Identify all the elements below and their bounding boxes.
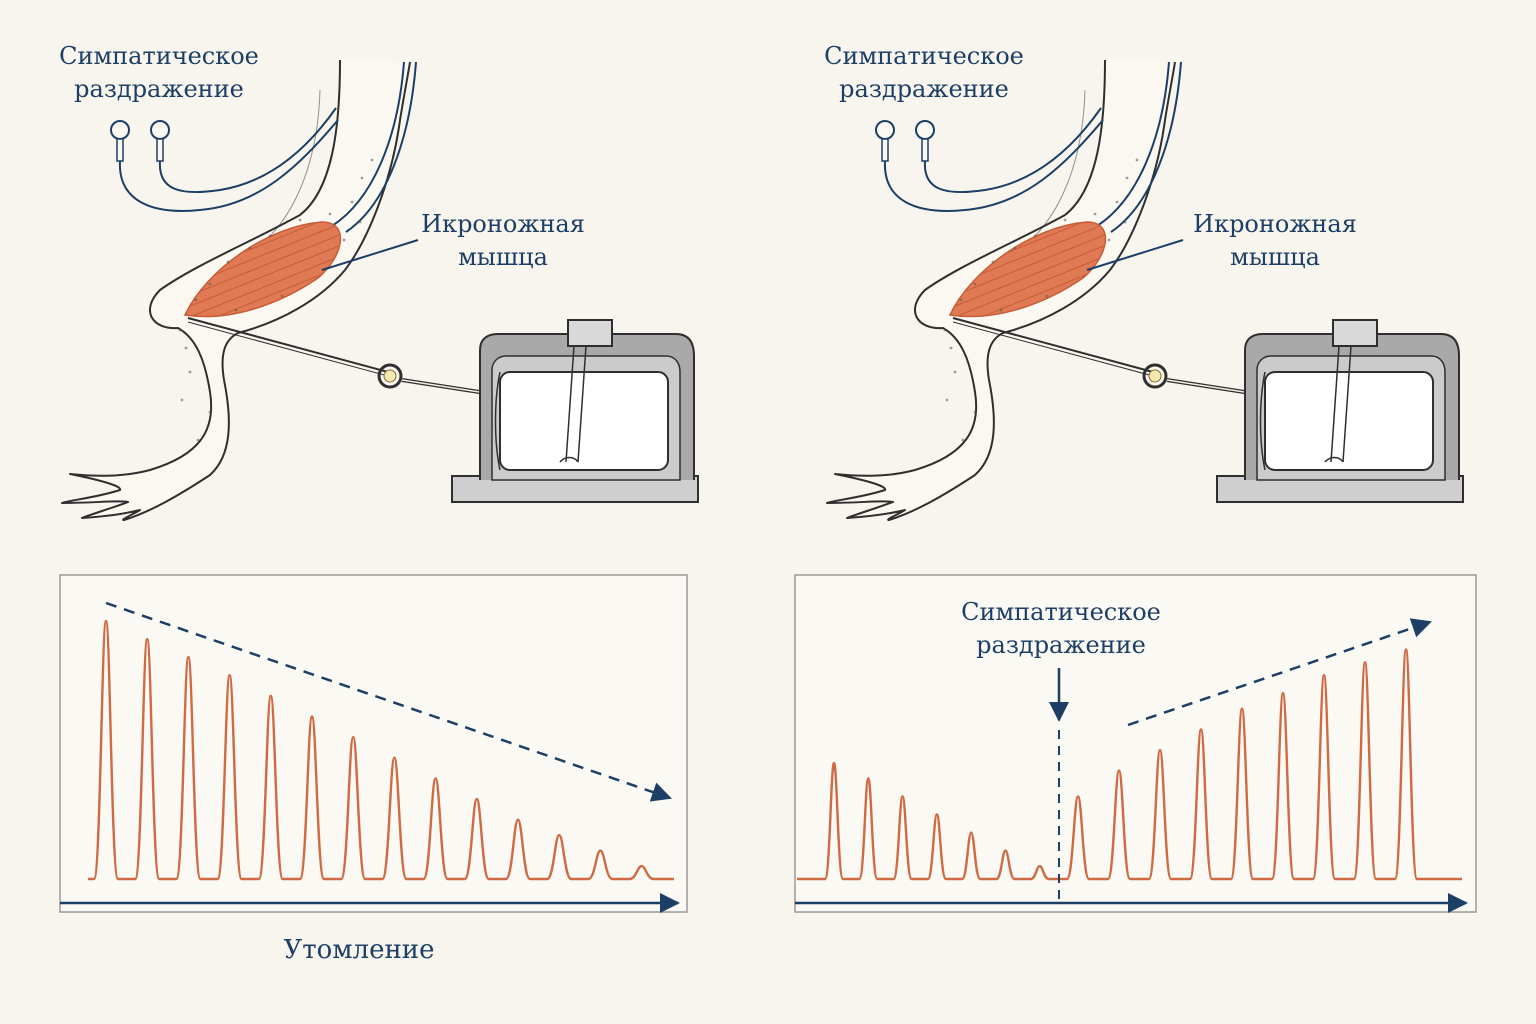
right-stimulus-chart <box>794 574 1477 913</box>
left-fatigue-chart <box>59 574 688 913</box>
right-stimulus-label-line2: раздражение <box>839 75 1009 103</box>
left-trace <box>88 619 674 881</box>
right-marker-label-line1: Симпатическое <box>961 598 1161 626</box>
left-muscle-label-line1: Икроножная <box>421 210 585 238</box>
left-chart-frame <box>59 574 688 913</box>
right-frog-leg-setup <box>825 58 1465 522</box>
right-muscle-label-line1: Икроножная <box>1193 210 1357 238</box>
left-axis-caption: Утомление <box>284 935 435 965</box>
left-frog-leg-setup <box>60 58 700 522</box>
left-stimulus-label-line2: раздражение <box>74 75 244 103</box>
right-trend-arrow <box>1127 618 1432 727</box>
left-stimulus-label-line1: Симпатическое <box>59 42 259 70</box>
right-muscle-label-line2: мышца <box>1230 243 1320 271</box>
right-stimulus-label-line1: Симпатическое <box>824 42 1024 70</box>
right-marker-label-line2: раздражение <box>976 631 1146 659</box>
left-trend-arrow <box>105 601 672 802</box>
right-trace <box>797 648 1462 881</box>
left-muscle-label-line2: мышца <box>458 243 548 271</box>
